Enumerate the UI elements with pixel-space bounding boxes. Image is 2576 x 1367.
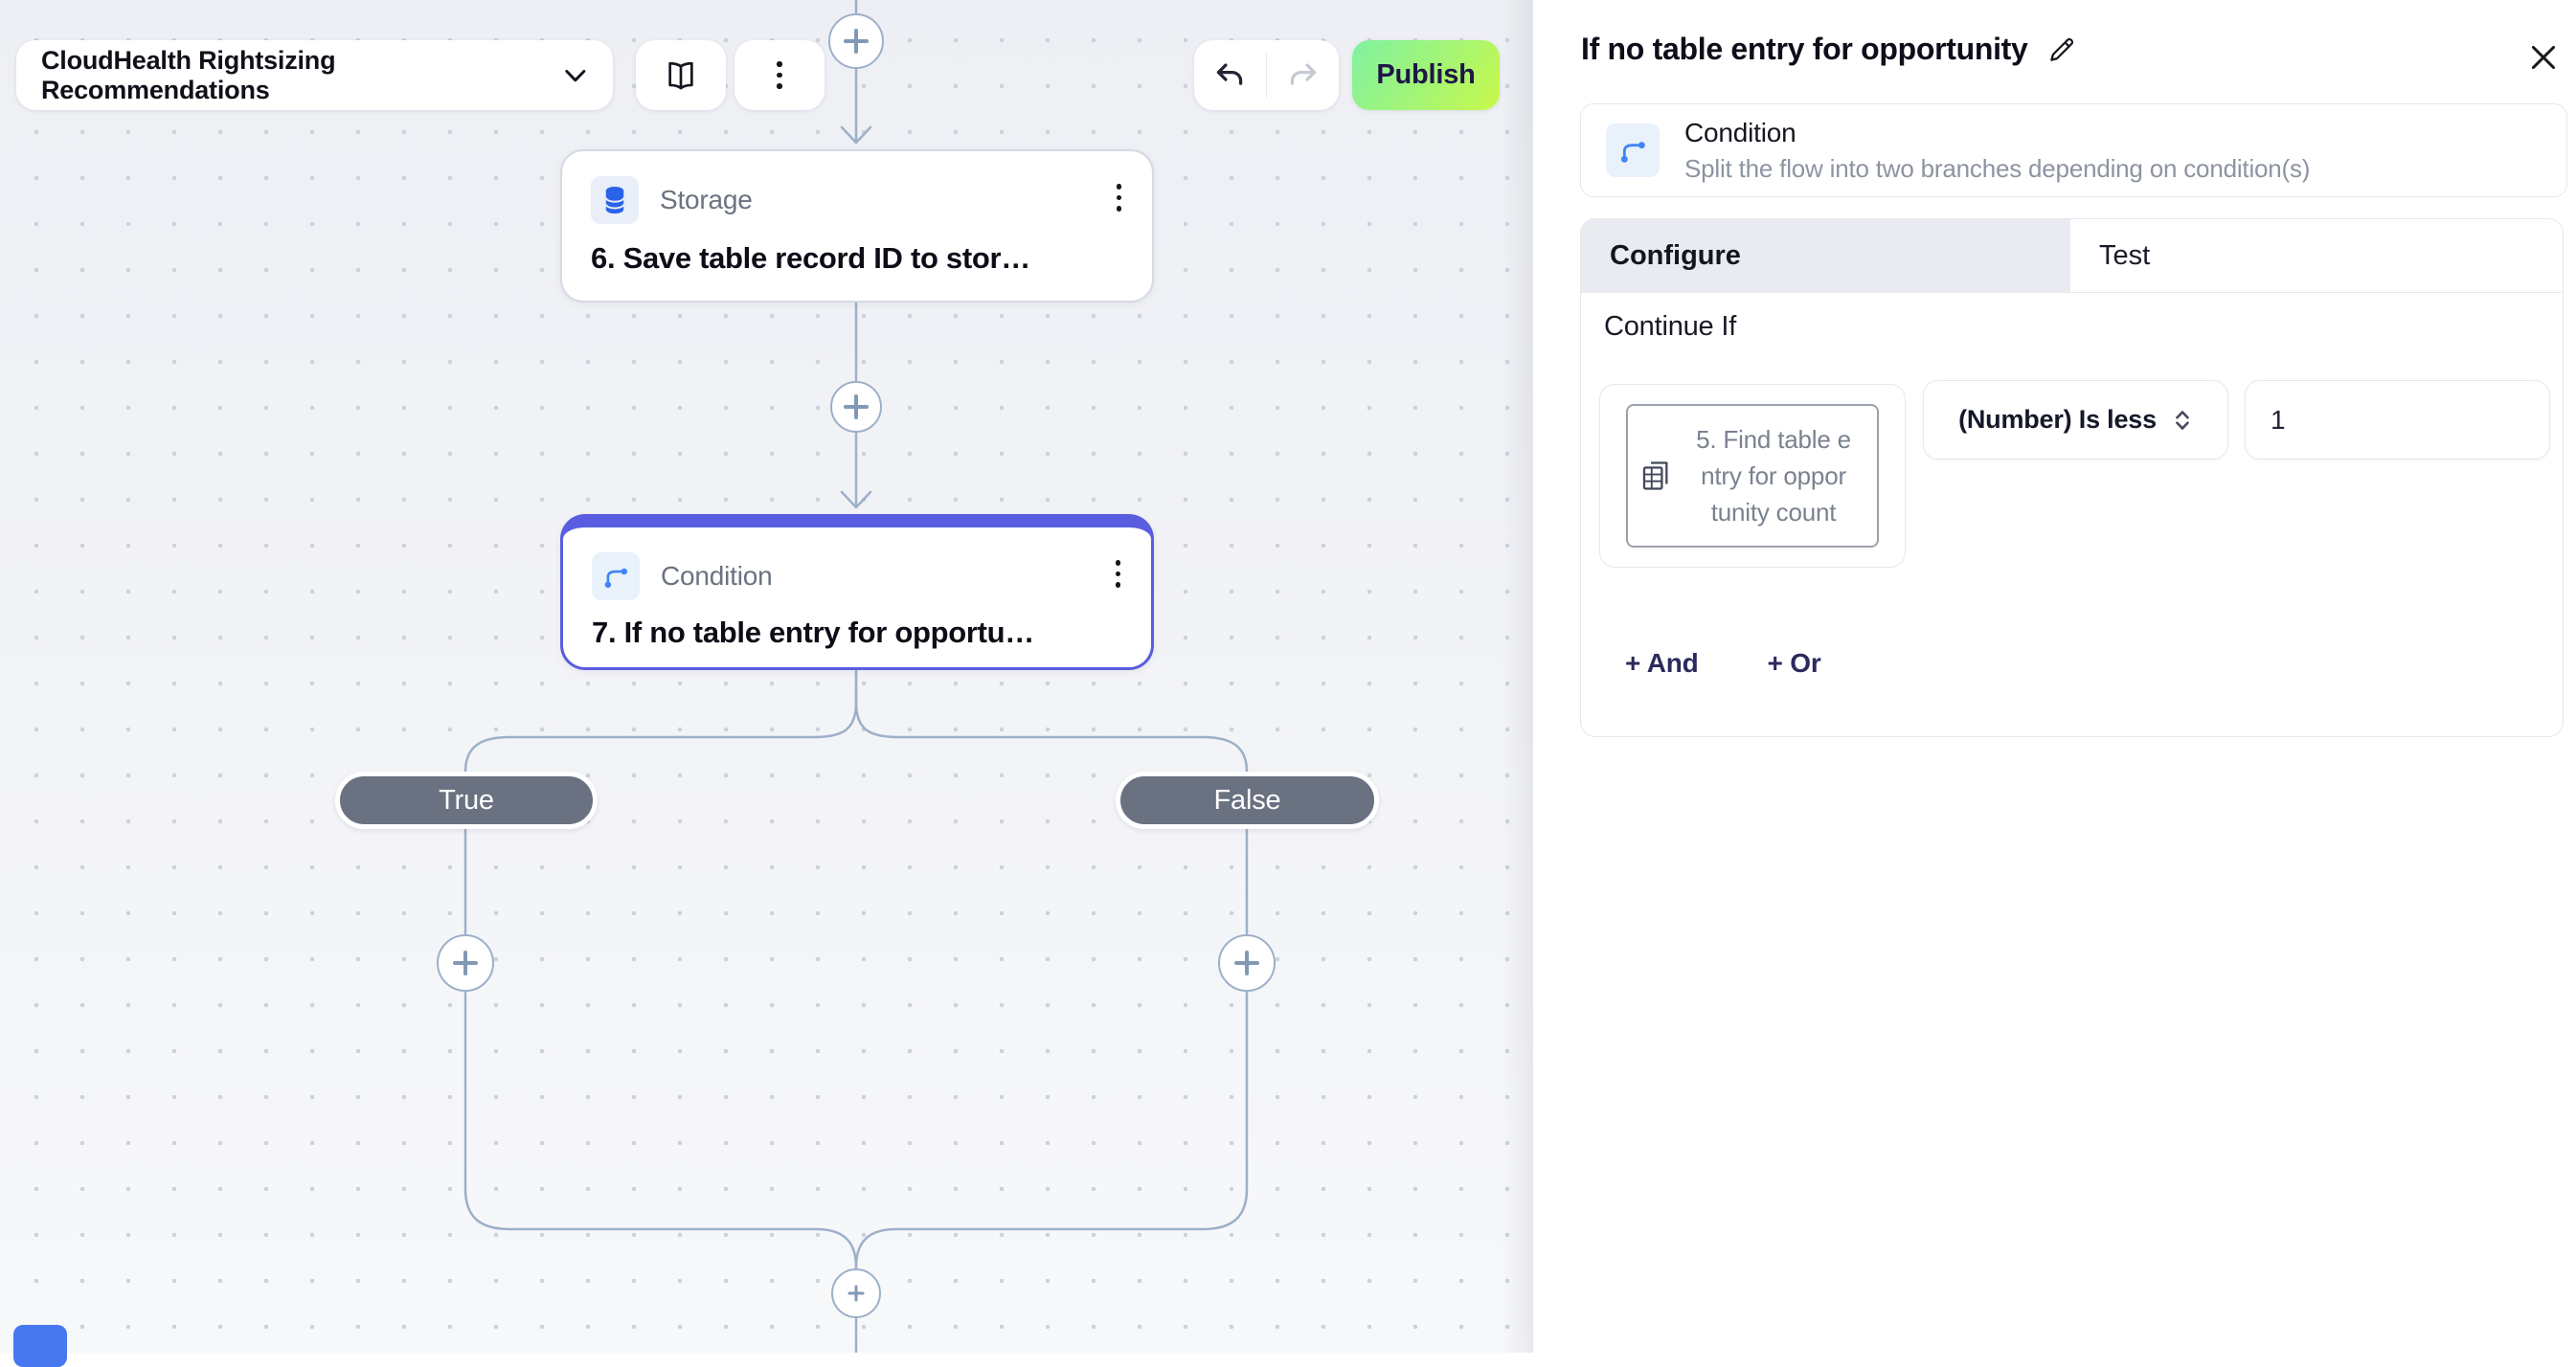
operator-select[interactable]: (Number) Is less (1923, 380, 2228, 459)
add-step-button[interactable] (828, 13, 884, 69)
tab-configure[interactable]: Configure (1581, 219, 2070, 292)
publish-button[interactable]: Publish (1352, 40, 1500, 110)
branch-label-true: True (335, 772, 598, 829)
node-menu-button[interactable] (1110, 554, 1127, 594)
step-summary-card: Condition Split the flow into two branch… (1580, 103, 2567, 197)
history-divider (1265, 53, 1268, 98)
node-title: 7. If no table entry for opportu… (592, 616, 1034, 649)
operator-value: (Number) Is less (1958, 405, 2157, 434)
redo-icon (1290, 62, 1316, 85)
kebab-icon (1115, 560, 1120, 588)
rename-step-button[interactable] (2047, 35, 2076, 64)
node-menu-button[interactable] (1111, 178, 1128, 217)
add-step-button[interactable] (831, 1268, 881, 1318)
panel-tabs: Configure Test (1581, 219, 2563, 293)
condition-branch-icon (592, 552, 640, 600)
kebab-icon (777, 61, 782, 89)
library-button[interactable] (636, 40, 726, 110)
chevron-down-icon (565, 69, 586, 81)
flow-connectors (463, 0, 1249, 1353)
node-storage[interactable]: Storage 6. Save table record ID to stor… (560, 149, 1154, 303)
canvas-menu-button[interactable] (734, 40, 825, 110)
node-title: 6. Save table record ID to stor… (591, 241, 1030, 275)
undo-icon (1217, 62, 1243, 85)
branch-label-false: False (1116, 772, 1379, 829)
add-or-button[interactable]: + Or (1767, 648, 1821, 678)
flow-name: CloudHealth Rightsizing Recommendations (41, 45, 336, 104)
node-type-label: Condition (661, 561, 773, 591)
flow-canvas[interactable]: CloudHealth Rightsizing Recommendations … (0, 0, 1532, 1367)
comparison-value-input[interactable]: 1 (2245, 380, 2550, 459)
step-type-label: Condition (1684, 117, 1796, 147)
bottom-left-widget[interactable] (13, 1325, 67, 1367)
redo-button[interactable] (1267, 40, 1339, 110)
step-config-panel: If no table entry for opportunity Condit… (1532, 0, 2576, 1353)
add-and-button[interactable]: + And (1625, 648, 1699, 678)
pencil-icon (2049, 37, 2073, 61)
add-step-true-branch-button[interactable] (437, 934, 494, 992)
flow-name-dropdown[interactable]: CloudHealth Rightsizing Recommendations (16, 40, 613, 110)
close-panel-button[interactable] (2524, 38, 2563, 77)
book-icon (668, 61, 693, 89)
add-step-false-branch-button[interactable] (1218, 934, 1276, 992)
comparison-value: 1 (2271, 404, 2286, 435)
add-step-button[interactable] (830, 381, 882, 433)
select-chevrons-icon (2176, 410, 2189, 430)
condition-branch-icon (1606, 123, 1660, 177)
node-condition-selected[interactable]: Condition 7. If no table entry for oppor… (560, 514, 1154, 670)
table-entry-icon (1642, 461, 1668, 490)
configure-section: Configure Test Continue If 5. Find table… (1580, 218, 2564, 737)
storage-icon (591, 176, 639, 224)
panel-title: If no table entry for opportunity (1581, 32, 2028, 66)
kebab-icon (1116, 184, 1121, 212)
node-type-label: Storage (660, 185, 753, 214)
publish-label: Publish (1376, 59, 1476, 90)
tab-test[interactable]: Test (2070, 219, 2563, 292)
history-controls (1194, 40, 1339, 110)
undo-button[interactable] (1194, 40, 1266, 110)
condition-field-box: 5. Find table e ntry for oppor tunity co… (1599, 384, 1906, 568)
continue-if-label: Continue If (1604, 311, 1737, 342)
field-reference-text: 5. Find table e ntry for oppor tunity co… (1696, 425, 1851, 527)
close-icon (2531, 45, 2556, 70)
field-reference-chip[interactable]: 5. Find table e ntry for oppor tunity co… (1626, 404, 1879, 548)
step-description: Split the flow into two branches dependi… (1684, 153, 2311, 183)
